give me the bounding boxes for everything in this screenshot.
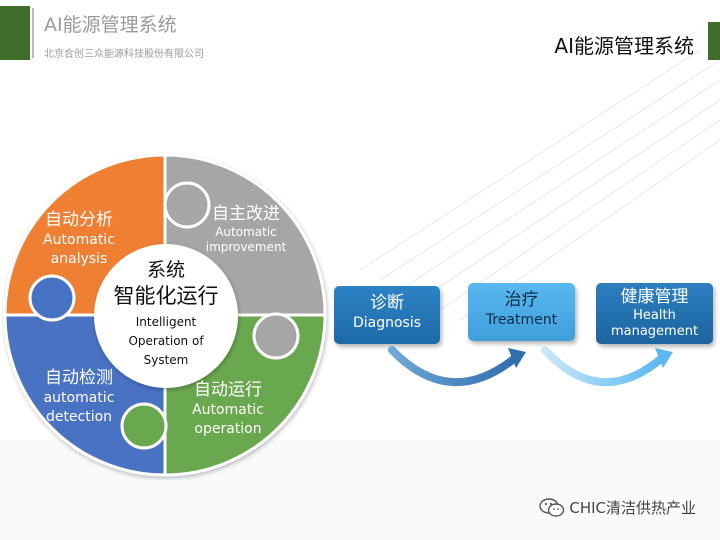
footer-watermark: CHIC清洁供热产业 xyxy=(539,497,696,518)
diagnosis-box: 诊断 Diagnosis xyxy=(334,286,440,344)
analysis-label: 自动分析 Automatic analysis xyxy=(43,210,115,267)
center-label: 系统 智能化运行 Intelligent Operation of System xyxy=(113,259,219,367)
puzzle-knob-bottom xyxy=(120,402,168,450)
header-divider xyxy=(32,8,34,58)
treatment-box: 治疗 Treatment xyxy=(468,283,575,341)
detection-label: 自动检测 automatic detection xyxy=(43,368,115,425)
center-circle xyxy=(94,244,238,388)
puzzle-knob-left xyxy=(28,274,76,322)
header-title: AI能源管理系统 xyxy=(44,14,177,36)
puzzle-knob-top xyxy=(163,181,211,229)
health-management-box: 健康管理 Health management xyxy=(596,283,713,344)
improvement-label: 自主改进 Automatic improvement xyxy=(205,204,287,254)
page-title: AI能源管理系统 xyxy=(554,34,694,58)
puzzle-knob-right xyxy=(252,312,300,360)
flow-arrows xyxy=(388,346,673,387)
arrow-diagnosis-to-treatment xyxy=(388,346,519,387)
puzzle-wheel xyxy=(3,153,327,477)
header-accent-bar xyxy=(0,6,30,60)
arrowhead-1 xyxy=(508,348,526,368)
footer-text: CHIC清洁供热产业 xyxy=(569,499,696,517)
arrow-treatment-to-health xyxy=(541,346,666,387)
wechat-icon xyxy=(539,497,565,517)
header-subtitle: 北京合创三众能源科技股份有限公司 xyxy=(44,49,204,60)
header-accent-bar-right xyxy=(708,22,720,60)
arrowhead-2 xyxy=(655,348,673,368)
operation-label: 自动运行 Automatic operation xyxy=(192,380,264,437)
